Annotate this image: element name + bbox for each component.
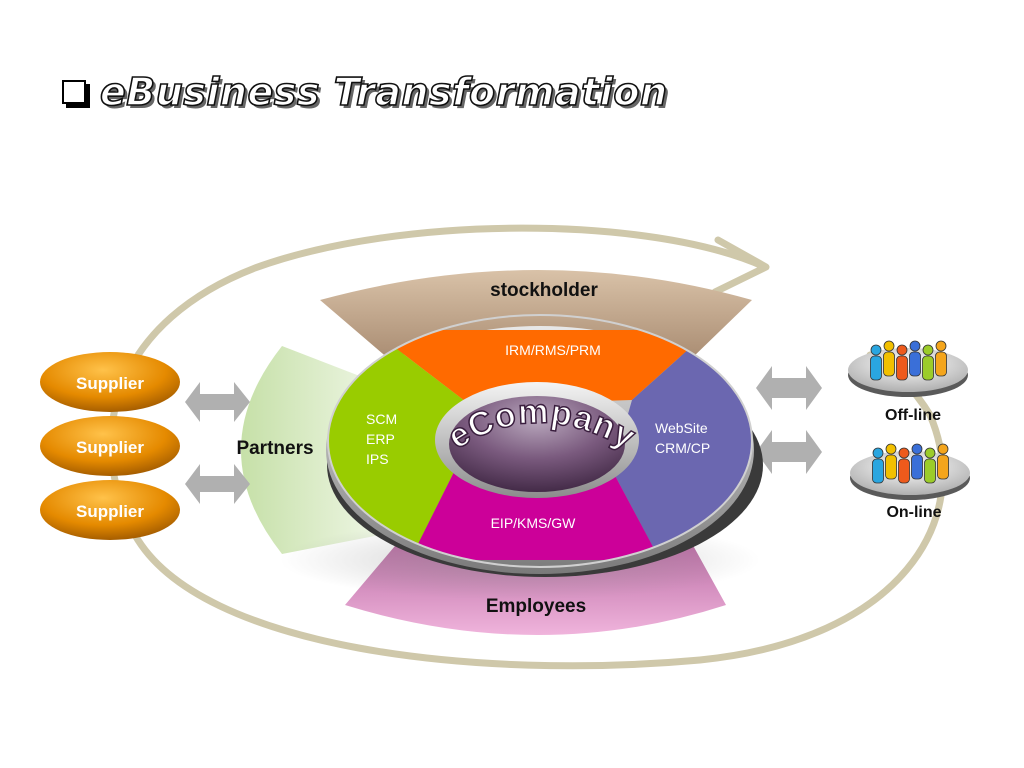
segment-bottom-label: EIP/KMS/GW: [491, 515, 577, 531]
employees-label: Employees: [486, 596, 586, 617]
supplier-node: Supplier: [40, 416, 180, 476]
offline-label: Off-line: [885, 407, 941, 424]
segment-left-label: IPS: [366, 451, 389, 467]
title-row: eBusiness Transformation: [62, 69, 668, 115]
checkbox-bullet-icon: [62, 80, 86, 104]
online-label: On-line: [886, 504, 941, 521]
stockholder-label: stockholder: [490, 280, 598, 301]
segment-left-label: SCM: [366, 411, 397, 427]
online-customers-group: On-line: [850, 443, 970, 521]
orbit-arrow: [107, 224, 947, 670]
segment-right-label: WebSite: [655, 420, 708, 436]
segment-top: [372, 330, 710, 405]
supplier-node: Supplier: [40, 480, 180, 540]
segment-left-labels: SCM ERP IPS: [366, 411, 397, 467]
partners-label: Partners: [236, 438, 313, 459]
supplier-label: Supplier: [76, 438, 144, 457]
supplier-label: Supplier: [76, 374, 144, 393]
ecompany-hub: eCompany: [435, 382, 642, 498]
offline-customers-group: Off-line: [848, 340, 968, 424]
page-title: eBusiness Transformation: [99, 69, 668, 115]
segment-left-label: ERP: [366, 431, 395, 447]
segment-top-label: IRM/RMS/PRM: [505, 342, 601, 358]
segment-right-label: CRM/CP: [655, 440, 710, 456]
segment-right-labels: WebSite CRM/CP: [655, 420, 710, 456]
supplier-double-arrow-icon: [185, 382, 250, 504]
segment-bottom: [410, 470, 660, 560]
customer-double-arrow-icon: [756, 366, 822, 474]
supplier-node: Supplier: [40, 352, 180, 412]
supplier-label: Supplier: [76, 502, 144, 521]
